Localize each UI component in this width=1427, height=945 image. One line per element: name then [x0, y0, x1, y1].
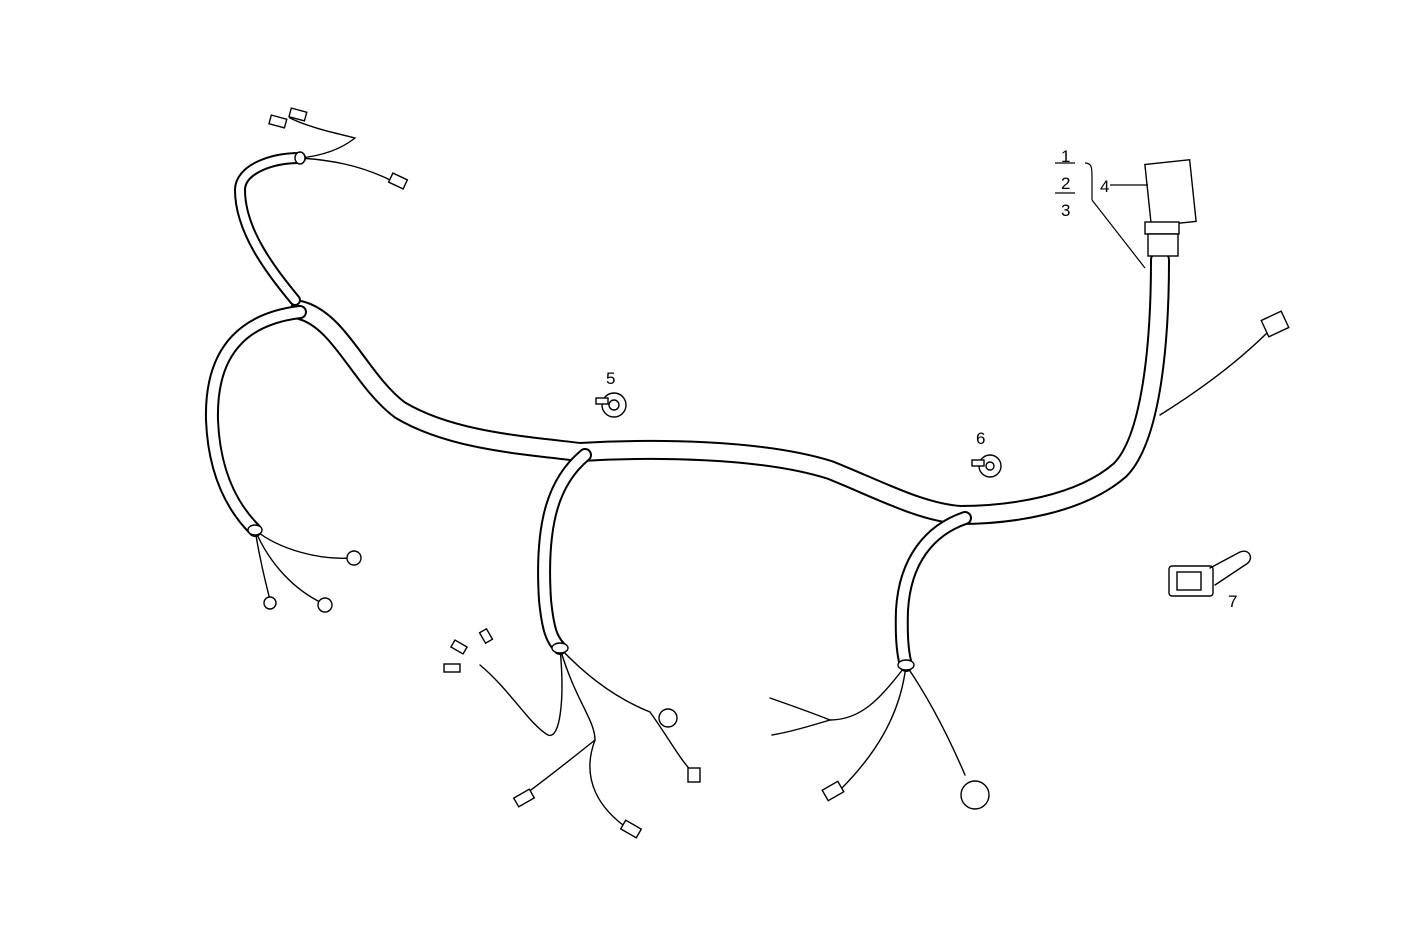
- callout-3: 3: [1061, 201, 1071, 220]
- callout-2: 2: [1061, 174, 1071, 193]
- callout-4: 4: [1100, 177, 1110, 196]
- main-harness-trunk: [290, 250, 1170, 525]
- callout-1: 1: [1061, 147, 1071, 166]
- part-5-grommet: [595, 392, 627, 418]
- center-branch: [443, 448, 701, 839]
- right-connector-branch: [1144, 158, 1290, 416]
- part-6-grommet: [971, 454, 1002, 478]
- left-ring-terminals: [247, 524, 362, 613]
- right-lower-branch: [769, 511, 990, 810]
- callout-5: 5: [606, 369, 616, 388]
- callout-6: 6: [976, 429, 986, 448]
- top-left-connectors: [268, 107, 409, 190]
- part-7-connector: [1168, 550, 1252, 597]
- left-branch-loop: [204, 152, 307, 537]
- callout-leaders: [1055, 162, 1148, 269]
- callout-7: 7: [1228, 592, 1238, 611]
